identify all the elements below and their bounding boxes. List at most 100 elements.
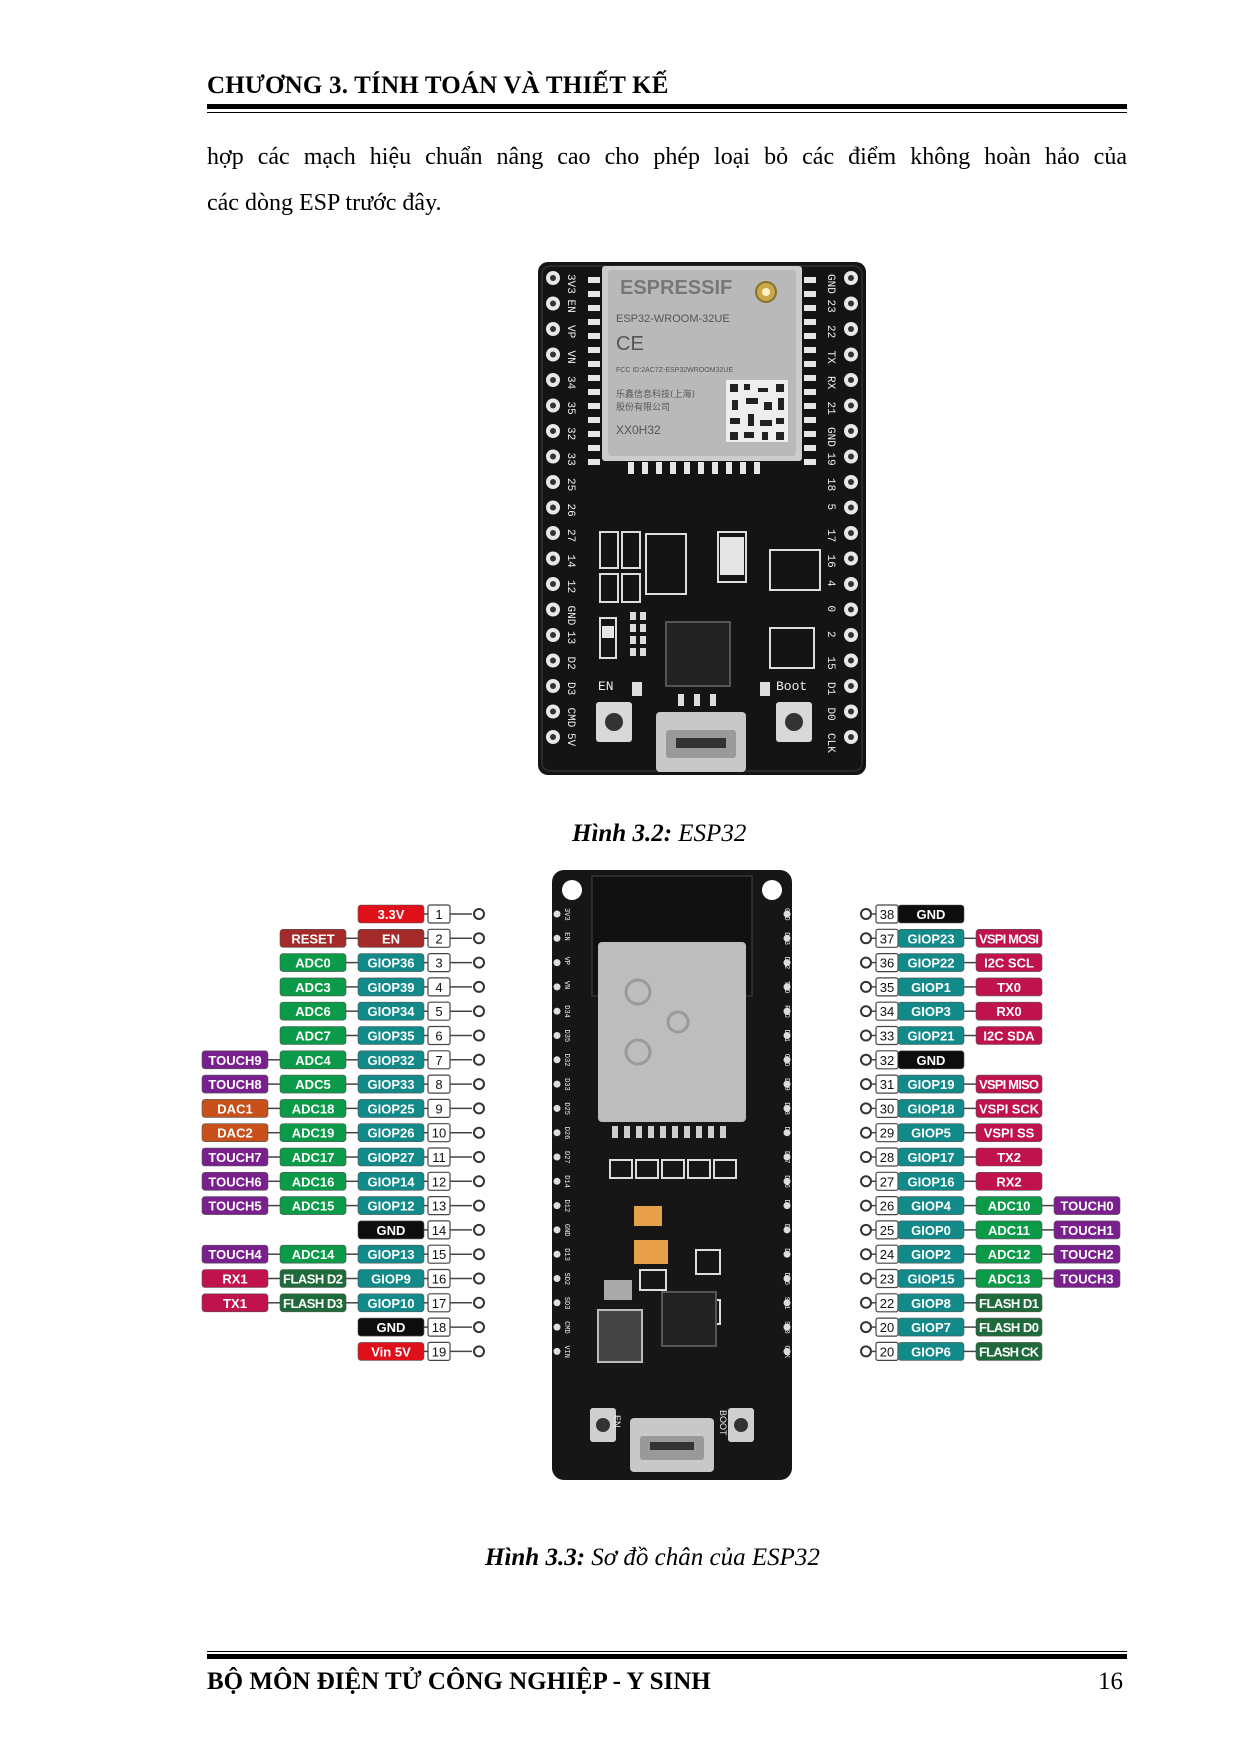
pin-terminal — [473, 1296, 485, 1309]
board-left-pin-label: 3V3 — [562, 908, 570, 921]
board-left-pin-label: D35 — [562, 1030, 570, 1043]
left-pin-label: VN — [564, 351, 576, 364]
esp32-pinout-diagram: EN BOOT 3V3ENVPVND34D35D32D33D25D26D27D1… — [201, 870, 1121, 1480]
board-pin-hole — [783, 983, 791, 991]
board-pin-hole — [553, 934, 561, 942]
pin-function-text: TX1 — [223, 1296, 247, 1311]
footer-title: BỘ MÔN ĐIỆN TỬ CÔNG NGHIỆP - Y SINH — [207, 1668, 711, 1695]
left-pin-label: CMD — [564, 708, 576, 728]
pin-function-tag: GIOP13 — [357, 1244, 425, 1264]
pin-function-text: GIOP27 — [368, 1150, 415, 1165]
pin-terminal — [473, 1345, 485, 1358]
pin-function-tag: TOUCH4 — [201, 1244, 269, 1264]
board-left-pin-label: D13 — [562, 1248, 570, 1261]
pin-function-text: GIOP16 — [908, 1174, 955, 1189]
pin-number-tag: 34 — [875, 1001, 899, 1021]
pin-function-text: EN — [382, 931, 400, 946]
left-pin-label: 12 — [564, 580, 576, 593]
board-left-pin-label: VIN — [562, 1345, 570, 1358]
pin-function-tag: GIOP26 — [357, 1123, 425, 1142]
right-pin-label: GND — [824, 427, 836, 447]
pin-terminal — [473, 1199, 485, 1212]
pin-function-tag: TOUCH6 — [201, 1171, 269, 1191]
pin-function-tag: TOUCH2 — [1053, 1244, 1121, 1264]
left-pin-label: 34 — [564, 376, 576, 390]
pin-function-text: GIOP18 — [908, 1101, 955, 1116]
pin-function-text: GIOP15 — [908, 1272, 955, 1287]
header-rule — [207, 104, 1127, 109]
board-pin-hole — [783, 959, 791, 967]
module-maker-line2: 股份有限公司 — [616, 401, 670, 413]
pin-function-tag: GIOP7 — [897, 1317, 965, 1337]
pin-function-text: FLASH D3 — [283, 1296, 343, 1311]
pin-function-tag: GIOP25 — [357, 1099, 425, 1118]
board-pin-hole — [783, 910, 791, 918]
pin-function-tag: GIOP6 — [897, 1342, 965, 1361]
pin-function-text: GIOP12 — [368, 1199, 415, 1214]
board-pin-hole — [553, 1347, 561, 1355]
module-maker-line1: 乐鑫信息科技(上海) — [616, 388, 695, 400]
pin-function-text: TOUCH7 — [208, 1150, 261, 1165]
pin-number-text: 9 — [435, 1101, 442, 1116]
board-pin-hole — [553, 1032, 561, 1039]
board-pin-hole — [553, 1080, 561, 1088]
pin-function-tag: GIOP15 — [897, 1269, 965, 1288]
pin-terminal — [860, 1029, 872, 1042]
pin-number-text: 10 — [432, 1126, 446, 1141]
pin-function-text: GIOP10 — [368, 1296, 415, 1311]
footer-rule-thin — [207, 1651, 1127, 1652]
module-brand: ESPRESSIF — [620, 277, 732, 299]
pin-terminal — [473, 932, 485, 945]
pin-function-text: GIOP13 — [368, 1247, 415, 1262]
pin-function-text: GIOP19 — [908, 1077, 955, 1092]
pin-function-tag: VSPI MOSI — [975, 928, 1043, 948]
pin-function-tag: GIOP4 — [897, 1196, 965, 1215]
pin-number-text: 20 — [880, 1320, 894, 1335]
left-pin-label: 13 — [564, 631, 576, 644]
pin-function-tag: ADC16 — [279, 1171, 347, 1191]
pin-function-tag: ADC14 — [279, 1244, 347, 1264]
pin-function-text: GIOP0 — [911, 1223, 951, 1238]
board-left-pin-label: D33 — [562, 1078, 570, 1091]
pin-terminal — [473, 1151, 485, 1163]
pin-function-tag: I2C SDA — [975, 1026, 1043, 1045]
pin-number-tag: 36 — [875, 952, 899, 973]
pin-terminal — [860, 1223, 872, 1236]
pin-terminal — [860, 1345, 872, 1358]
board-left-pin-label: D32 — [562, 1054, 570, 1067]
pin-function-tag: GIOP32 — [357, 1050, 425, 1070]
pin-function-tag: GIOP5 — [897, 1123, 965, 1142]
board-pin-hole — [783, 1007, 791, 1015]
pin-function-text: I2C SDA — [983, 1029, 1035, 1044]
board-left-pin-label: GND — [562, 1224, 570, 1237]
pin-function-text: TOUCH0 — [1060, 1199, 1113, 1214]
pin-function-text: ADC17 — [292, 1150, 335, 1165]
body-paragraph: hợp các mạch hiệu chuẩn nâng cao cho phé… — [207, 134, 1127, 226]
pin-number-tag: 26 — [875, 1196, 899, 1216]
figure-3-2-caption: Hình 3.2: ESP32 — [572, 820, 747, 847]
pin-number-text: 13 — [432, 1199, 446, 1214]
page-number: 16 — [1098, 1668, 1123, 1695]
pin-function-text: GIOP17 — [908, 1150, 955, 1165]
board-pin-hole — [783, 1347, 791, 1355]
pin-function-tag: VSPI MISO — [975, 1074, 1043, 1094]
pin-number-text: 36 — [880, 956, 894, 971]
board-pin-hole — [553, 1104, 561, 1112]
board-pin-hole — [783, 1202, 791, 1210]
pin-function-text: VSPI MOSI — [979, 931, 1039, 946]
pin-number-text: 33 — [880, 1029, 894, 1044]
pin-function-text: GIOP1 — [911, 980, 951, 995]
pin-function-tag: GND — [897, 1050, 965, 1070]
pin-number-text: 27 — [880, 1174, 894, 1189]
pin-function-text: TOUCH8 — [208, 1077, 261, 1092]
pin-function-text: GIOP7 — [911, 1320, 951, 1335]
board-left-pin-label: D25 — [562, 1102, 570, 1115]
pin-function-tag: GIOP17 — [897, 1147, 965, 1167]
pin-terminal — [860, 932, 872, 945]
pin-function-text: ADC6 — [295, 1004, 330, 1019]
pin-number-text: 30 — [880, 1101, 894, 1116]
pin-terminal — [473, 1102, 485, 1115]
pin-function-tag: TX1 — [201, 1293, 269, 1313]
pin-function-text: ADC11 — [988, 1223, 1030, 1238]
pin-function-text: ADC3 — [295, 980, 330, 995]
